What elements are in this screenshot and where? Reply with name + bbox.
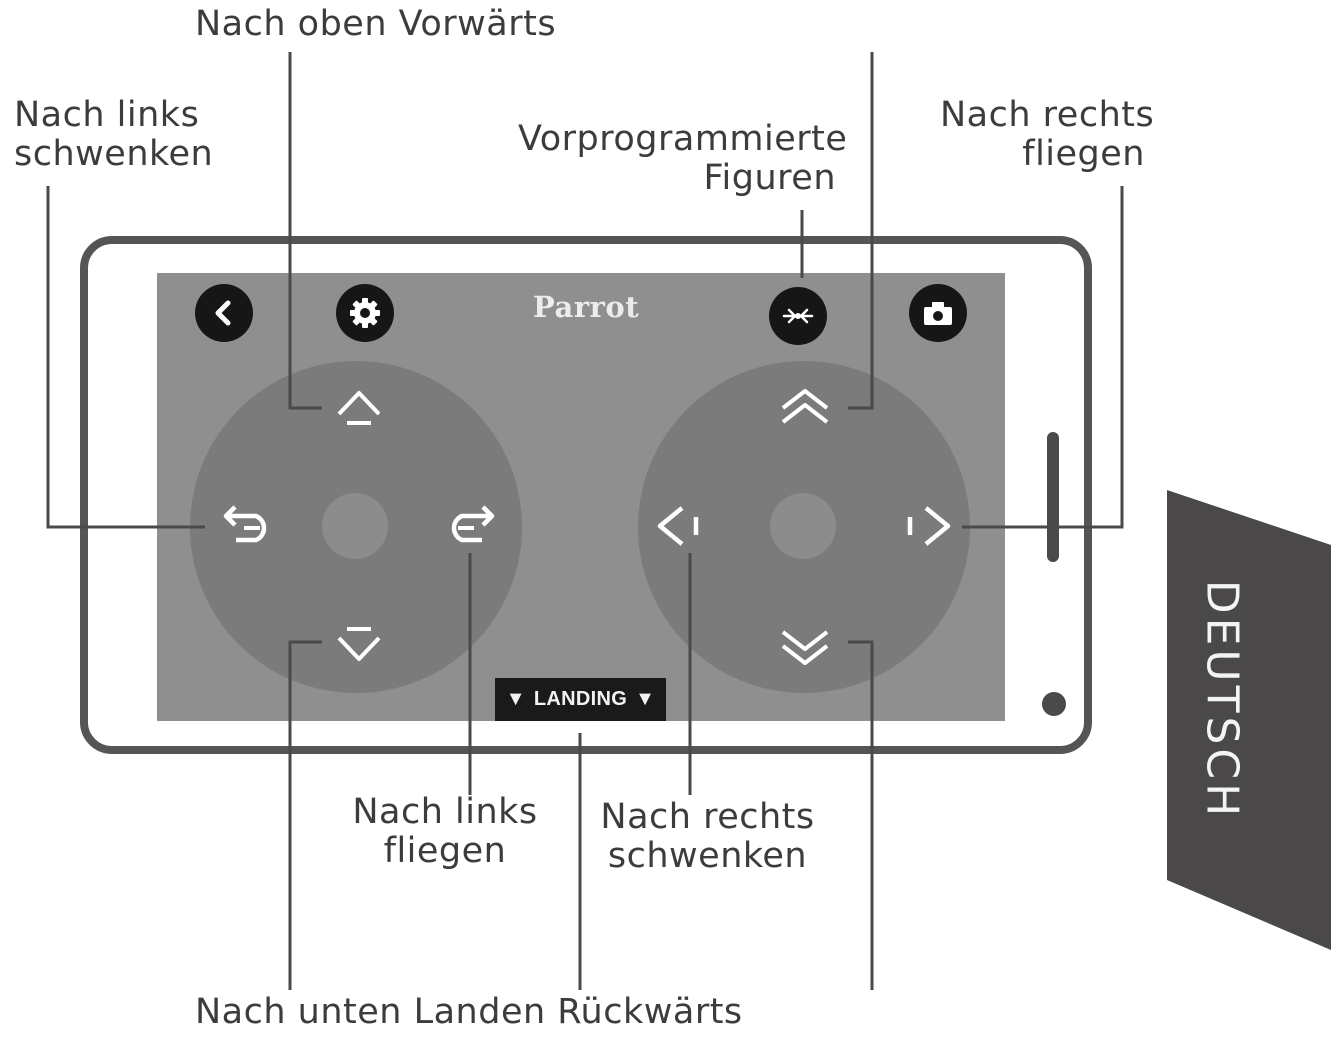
label-yaw-right: Nach rechts schwenken (600, 798, 815, 876)
label-fly-right-line1: Nach rechts (940, 95, 1155, 135)
label-bottom: Nach unten Landen Rückwärts (195, 992, 743, 1032)
back-button[interactable] (195, 284, 253, 342)
landing-button[interactable]: ▼ LANDING ▼ (495, 678, 666, 721)
strafe-right-icon[interactable] (902, 504, 954, 548)
app-brand-logo: Parrot (533, 290, 640, 324)
strafe-left-icon[interactable] (654, 504, 706, 548)
label-fly-left-line1: Nach links (352, 792, 538, 832)
label-yaw-left-line2: schwenken (14, 134, 214, 174)
landing-arrow-right-icon: ▼ (635, 688, 656, 710)
callout-line-fly-right (962, 186, 1124, 529)
back-chevron-icon (215, 300, 231, 326)
callout-line-up (288, 52, 322, 410)
label-figures: Vorprogrammierte Figuren (518, 119, 848, 198)
forward-arrow-icon[interactable] (778, 386, 832, 428)
phone-home-button (1042, 692, 1066, 716)
language-tab-label: DEUTSCH (1196, 579, 1248, 821)
acrobatics-button[interactable] (769, 287, 827, 345)
left-joystick-center[interactable] (322, 493, 388, 559)
gear-icon (350, 298, 380, 328)
right-joystick-center[interactable] (770, 493, 836, 559)
callout-line-down (288, 640, 322, 990)
label-figures-line1: Vorprogrammierte (518, 119, 848, 159)
callout-line-backward (848, 640, 874, 990)
phone-side-key (1047, 432, 1059, 562)
acrobatics-icon (782, 308, 814, 324)
camera-button[interactable] (909, 284, 967, 342)
label-yaw-left-line1: Nach links (14, 95, 200, 135)
label-up-forward: Nach oben Vorwärts (195, 4, 557, 44)
rotate-right-icon[interactable] (442, 500, 500, 546)
label-fly-left: Nach links fliegen (350, 793, 540, 871)
rotate-left-icon[interactable] (218, 500, 276, 546)
language-tab (1167, 490, 1331, 950)
landing-arrow-left-icon: ▼ (505, 688, 526, 710)
label-fly-right: Nach rechts fliegen (940, 95, 1155, 174)
callout-line-yaw-left (46, 186, 205, 529)
landing-label: LANDING (533, 688, 628, 710)
label-yaw-right-line2: schwenken (607, 836, 808, 876)
label-fly-left-line2: fliegen (383, 831, 507, 871)
camera-icon (924, 302, 952, 325)
label-figures-line2: Figuren (703, 158, 836, 198)
label-fly-right-line2: fliegen (1022, 134, 1145, 174)
up-arrow-icon[interactable] (334, 386, 384, 428)
settings-button[interactable] (336, 284, 394, 342)
label-yaw-right-line1: Nach rechts (600, 797, 815, 837)
down-arrow-icon[interactable] (334, 624, 384, 666)
callout-line-forward (848, 52, 874, 410)
backward-arrow-icon[interactable] (778, 626, 832, 668)
label-yaw-left: Nach links schwenken (14, 96, 213, 174)
